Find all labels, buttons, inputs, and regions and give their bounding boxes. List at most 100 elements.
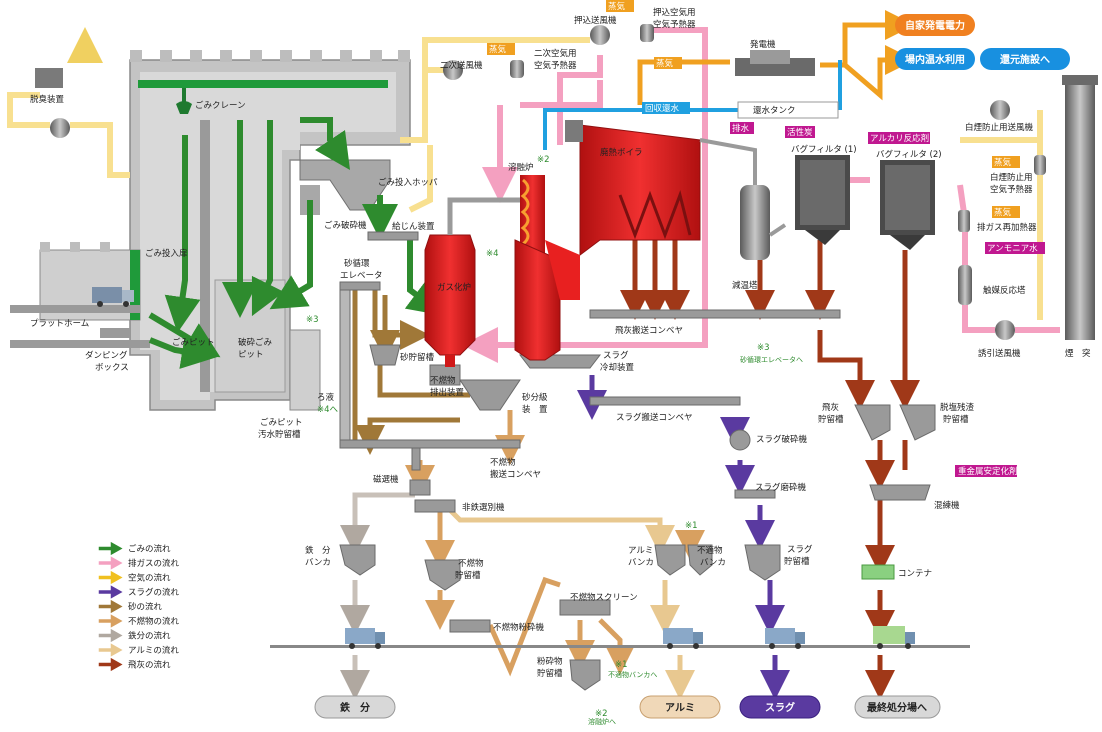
label-boiler: 廃熱ボイラ [600,147,643,158]
label-noncomb-crusher: 不燃物粉砕機 [493,622,545,633]
slag-conveyor [589,396,741,406]
label-hopper: ごみ投入ホッパ [378,177,438,188]
label-crushed-pit-1: 破砕ごみ [238,337,273,348]
alu-truck [663,628,703,649]
tag-boxes [487,0,1045,477]
label-sec-fan: 二次送風機 [440,60,483,71]
note-2b: ※2 [595,709,608,719]
label-noncomb-conv-2: 搬送コンベヤ [490,469,541,480]
pill-return-label: 還元施設へ [1000,53,1050,66]
bag-filter-2 [880,160,935,250]
label-to-unfit: 不適物バンカへ [608,670,657,679]
note-3a: ※3 [306,315,319,325]
alu-flow [448,508,695,700]
boiler-outlet-duct [699,138,757,185]
label-noncomb-out-2: 排出装置 [430,387,465,398]
label-push-fan: 押込送風機 [574,15,617,26]
noncomb-crusher [449,619,491,633]
reheater [958,210,970,232]
crane-hook-icon [176,88,192,114]
label-fly-conv: 飛灰搬送コンベヤ [615,325,683,336]
legend-arrow-icon [98,614,123,628]
label-residue-tank-1: 脱塩残渣 [940,402,975,413]
label-noncomb-conv-1: 不燃物 [490,457,516,468]
crane-rail [138,80,388,88]
slag-crusher [729,429,751,451]
container [861,564,895,580]
label-bagfilter1: バグフィルタ (1) [791,144,857,155]
label-catalyst: 触媒反応塔 [983,285,1026,296]
deodorizer-fan-icon [50,118,70,138]
legend-arrow-icon [98,541,123,556]
label-slag-cool-1: スラグ [603,350,629,361]
output-slag-label: スラグ [765,701,795,714]
nonferrous-separator [414,499,456,513]
label-nonferrous: 非鉄選別機 [462,502,505,513]
label-heavy-metal: 重金属安定化剤 [958,466,1018,477]
label-chimney: 煙 突 [1065,348,1091,359]
iron-bunker [339,544,376,576]
ground-trucks [270,626,970,649]
label-sand-tank: 砂貯留槽 [400,352,435,363]
label-alkali: アルカリ反応剤 [870,133,929,144]
label-sewage-1: ごみピット [260,417,303,428]
legend-label: アルミの流れ [128,645,179,656]
legend-arrow-icon [98,556,123,570]
deodorizer [35,68,63,88]
label-powder-tank-1: 粉砕物 [537,656,563,667]
white-smoke-fan-icon [990,100,1010,120]
slag-tank [744,544,781,581]
label-sand-elevator-1: 砂循環 [344,258,370,269]
flyash-conveyor [589,309,841,319]
catalyst-tower [958,265,972,305]
note-3b: ※3 [757,343,770,353]
label-alu-bunker-2: バンカ [628,558,654,568]
label-iron-bunker-2: バンカ [305,558,331,568]
legend-label: 鉄分の流れ [128,631,171,642]
pill-power [895,14,975,36]
label-dumping-box-2: ボックス [95,363,129,373]
label-alu-bunker-1: アルミ [628,546,653,556]
label-push-heater-2: 空気予熱器 [653,19,696,30]
bag-filter-1 [795,155,850,245]
gasifier [424,234,476,367]
slag-mill [734,489,776,499]
label-fly-tank-2: 貯留槽 [818,414,844,425]
fans [50,25,1015,340]
induced-fan-icon [995,320,1015,340]
label-deodorizer: 脱臭装置 [30,94,65,105]
legend-label: 飛灰の流れ [128,660,171,671]
output-iron [314,695,396,719]
legend-arrow-icon [98,570,123,585]
label-filtrate: ろ液 [317,392,335,403]
label-to-sand-elev: 砂循環エレベータへ [740,355,803,364]
label-white-heater-2: 空気予熱器 [990,184,1033,195]
noncomb-tank [424,559,461,591]
label-gasifier: ガス化炉 [437,282,471,293]
legend-arrow-icon [98,643,123,657]
label-white-fan: 白煙防止用送風機 [965,122,1034,133]
iron-flow [340,492,415,700]
label-push-heater-1: 押込空気用 [653,7,696,18]
label-steam-4: 蒸気 [994,157,1012,168]
pill-hotwater [895,48,975,70]
label-container: コンテナ [898,569,932,579]
label-unfit-bunker-2: バンカ [700,558,726,568]
refuse-flow [148,117,445,369]
noncomb-conveyor [339,439,521,449]
output-iron-label: 鉄 分 [340,701,370,714]
output-slag [739,695,821,719]
label-sand-sep-2: 装 置 [522,404,548,415]
residue-tank [899,404,936,441]
output-alu-label: アルミ [665,702,695,714]
label-magnet: 磁選機 [373,474,399,485]
legend-arrow-icon [98,628,123,643]
label-bagfilter2: バグフィルタ (2) [876,149,942,160]
label-sand-sep-1: 砂分級 [522,392,548,403]
generator [735,50,815,76]
legend: ごみの流れ排ガスの流れ空気の流れスラグの流れ砂の流れ不燃物の流れ鉄分の流れアルミ… [98,541,180,672]
label-sand-elevator-2: エレベータ [340,271,383,281]
label-slag-conv: スラグ搬送コンベヤ [616,412,693,423]
flyash-flow [620,240,920,700]
